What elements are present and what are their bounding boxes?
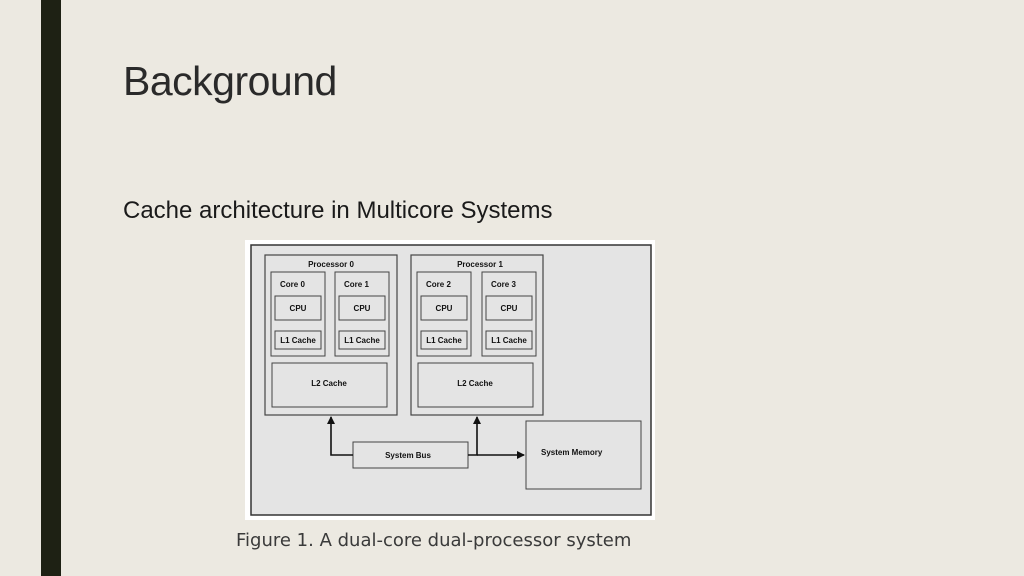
slide-title: Background (123, 58, 337, 104)
core-3-cpu-box (485, 295, 533, 321)
system-memory-box (525, 420, 642, 490)
system-memory-label: System Memory (541, 448, 603, 457)
core-3-l1-label: L1 Cache (491, 336, 527, 345)
core-1-l1-box (338, 330, 386, 350)
processor-1-label: Processor 1 (457, 260, 503, 269)
figure-frame: Processor 0 Core 0 CPU L1 Cache Core 1 C… (245, 240, 655, 520)
core-2-l1-label: L1 Cache (426, 336, 462, 345)
core-0-cpu-label: CPU (290, 304, 307, 313)
core-3-cpu-label: CPU (501, 304, 518, 313)
core-0: Core 0 CPU L1 Cache (270, 271, 326, 357)
core-0-label: Core 0 (280, 280, 305, 289)
slide-subtitle: Cache architecture in Multicore Systems (123, 197, 553, 224)
core-2-cpu-box (420, 295, 468, 321)
figure-caption: Figure 1. A dual-core dual-processor sys… (236, 530, 632, 551)
core-1-l1-label: L1 Cache (344, 336, 380, 345)
core-3-l1-box (485, 330, 533, 350)
core-0-l1-label: L1 Cache (280, 336, 316, 345)
processor-1-l2-label: L2 Cache (457, 379, 493, 388)
core-1: Core 1 CPU L1 Cache (334, 271, 390, 357)
system-bus-box (352, 441, 469, 469)
core-2: Core 2 CPU L1 Cache (416, 271, 472, 357)
accent-bar (41, 0, 61, 576)
processor-1-l2-box (417, 362, 534, 408)
processor-0: Processor 0 Core 0 CPU L1 Cache Core 1 C… (264, 254, 398, 416)
bus-to-processor-0-arrow (327, 416, 353, 456)
core-0-l1-box (274, 330, 322, 350)
processor-0-l2-label: L2 Cache (311, 379, 347, 388)
processor-0-l2-box (271, 362, 388, 408)
system-bus-label: System Bus (385, 451, 431, 460)
cache-architecture-diagram: Processor 0 Core 0 CPU L1 Cache Core 1 C… (250, 244, 652, 516)
core-1-cpu-label: CPU (354, 304, 371, 313)
core-3-label: Core 3 (491, 280, 516, 289)
core-2-label: Core 2 (426, 280, 451, 289)
processor-0-label: Processor 0 (308, 260, 354, 269)
core-1-cpu-box (338, 295, 386, 321)
core-3: Core 3 CPU L1 Cache (481, 271, 537, 357)
core-2-l1-box (420, 330, 468, 350)
processor-1: Processor 1 Core 2 CPU L1 Cache Core 3 C… (410, 254, 544, 416)
core-0-cpu-box (274, 295, 322, 321)
core-1-label: Core 1 (344, 280, 369, 289)
core-2-cpu-label: CPU (436, 304, 453, 313)
